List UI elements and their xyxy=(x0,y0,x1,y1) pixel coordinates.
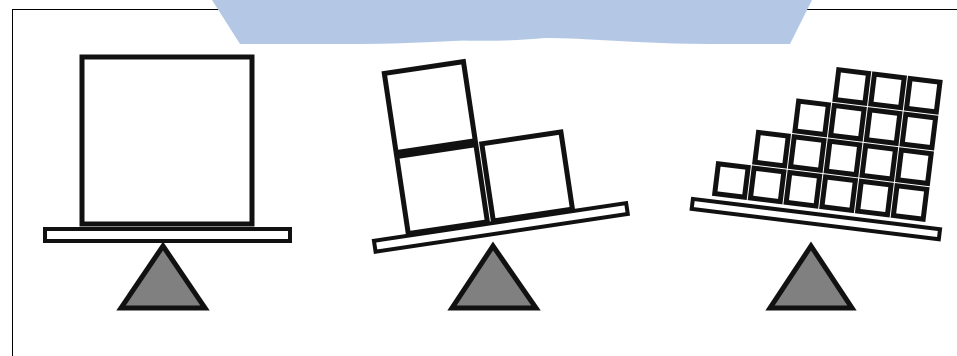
small-block xyxy=(902,114,935,147)
tilted-assembly xyxy=(350,41,628,252)
fulcrum xyxy=(770,246,852,308)
small-block xyxy=(871,74,904,107)
block xyxy=(82,57,252,224)
small-block xyxy=(866,110,899,143)
small-block xyxy=(795,101,828,134)
small-block xyxy=(715,164,748,197)
block xyxy=(397,145,488,234)
small-block xyxy=(826,141,859,174)
small-block xyxy=(862,146,895,179)
scale-three-blocks xyxy=(350,41,628,308)
small-block xyxy=(822,177,855,210)
scale-single-block xyxy=(45,57,290,308)
small-block xyxy=(831,105,864,138)
small-block xyxy=(858,181,891,214)
small-block xyxy=(755,132,788,165)
fulcrum xyxy=(121,246,205,308)
small-block xyxy=(907,79,940,112)
small-block xyxy=(791,137,824,170)
small-block xyxy=(786,173,819,206)
small-block xyxy=(898,150,931,183)
fulcrum xyxy=(452,246,536,308)
block xyxy=(482,132,573,221)
block xyxy=(384,62,475,153)
small-block xyxy=(893,186,926,219)
tilted-assembly xyxy=(692,54,957,239)
scale-small-blocks xyxy=(692,54,957,308)
small-block xyxy=(835,70,868,103)
small-block xyxy=(750,168,783,201)
beam xyxy=(45,229,290,241)
